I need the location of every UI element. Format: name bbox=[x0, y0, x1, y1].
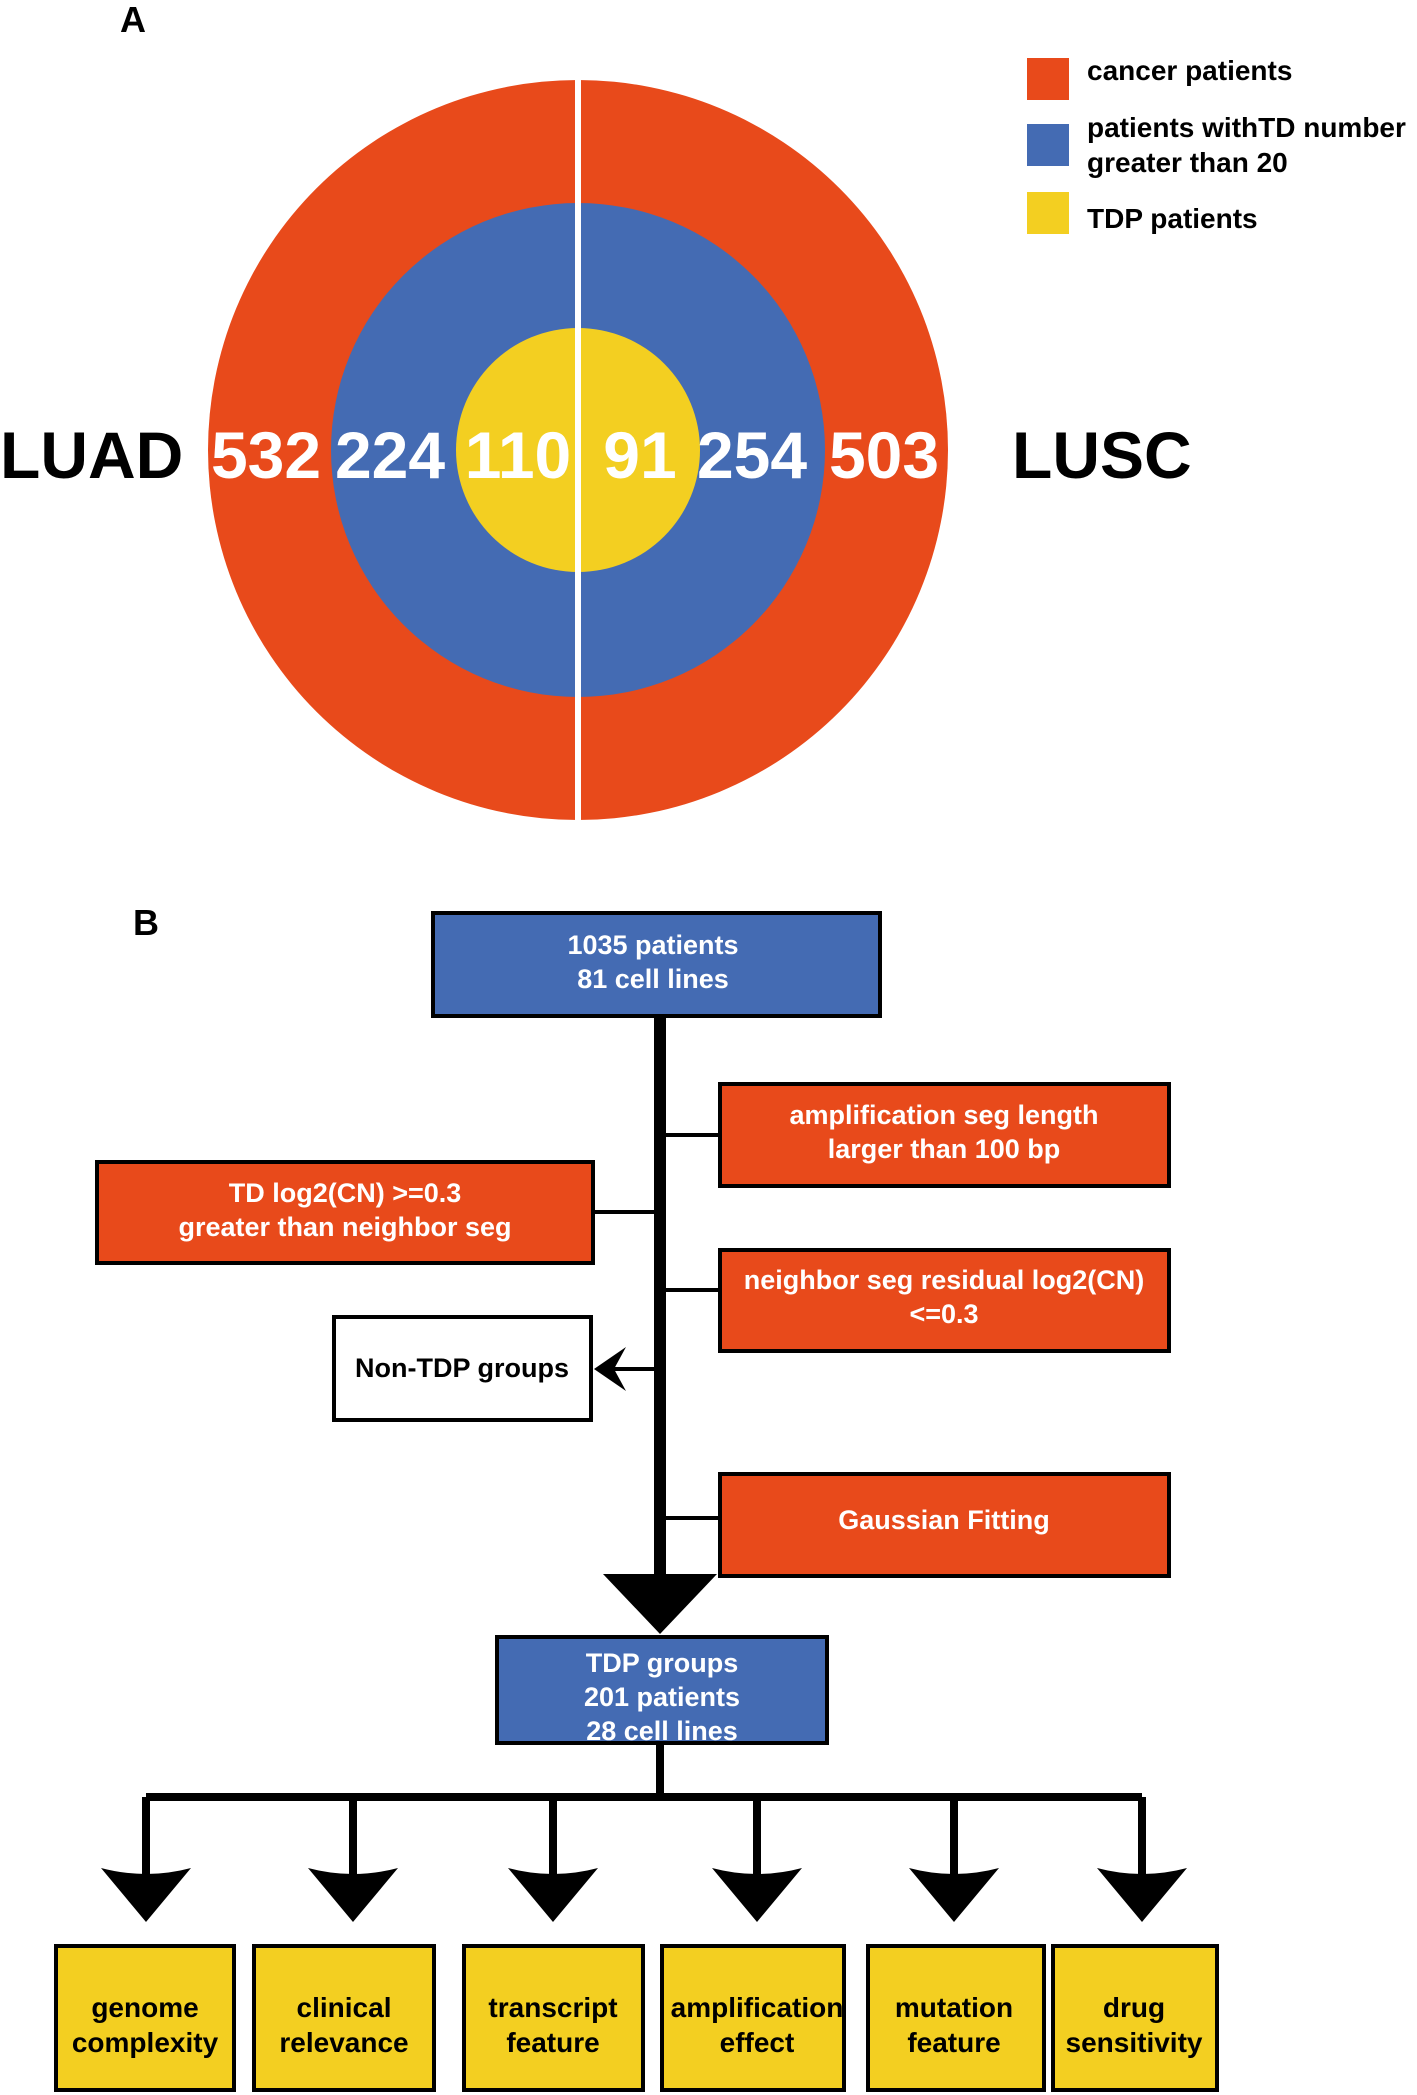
outcome-2-line2: relevance bbox=[279, 2027, 408, 2058]
branch-arrowhead-1 bbox=[101, 1868, 191, 1922]
tdp-box-line3: 28 cell lines bbox=[586, 1716, 738, 1746]
filter-3-line2: <=0.3 bbox=[909, 1299, 978, 1329]
legend-label-cancer: cancer patients bbox=[1087, 55, 1292, 86]
outcome-3-line2: feature bbox=[506, 2027, 599, 2058]
panel-b-letter: B bbox=[133, 902, 159, 943]
arrowheads bbox=[101, 1347, 1187, 1922]
luad-td-gt20-count: 224 bbox=[335, 418, 445, 492]
branch-arrowhead-2 bbox=[308, 1868, 398, 1922]
legend-swatch-tdp bbox=[1027, 192, 1069, 234]
main-arrowhead bbox=[603, 1574, 717, 1634]
outcome-box-5: mutation feature bbox=[866, 1944, 1046, 2092]
filter-box-2: TD log2(CN) >=0.3 greater than neighbor … bbox=[95, 1160, 595, 1265]
outcome-6-line2: sensitivity bbox=[1066, 2027, 1203, 2058]
outcome-1-line1: genome bbox=[91, 1992, 198, 2023]
lusc-label: LUSC bbox=[1012, 418, 1192, 492]
outcome-box-6: drug sensitivity bbox=[1051, 1944, 1219, 2092]
outcome-4-line1: amplification bbox=[671, 1992, 844, 2023]
branch-arrowhead-5 bbox=[909, 1868, 999, 1922]
non-tdp-box: Non-TDP groups bbox=[332, 1315, 593, 1422]
legend-label-td-gt20-line2: greater than 20 bbox=[1087, 147, 1288, 178]
legend-swatch-cancer bbox=[1027, 58, 1069, 100]
outcome-5-line2: feature bbox=[907, 2027, 1000, 2058]
outcome-3-line1: transcript bbox=[488, 1992, 617, 2023]
tdp-box-line1: TDP groups bbox=[586, 1648, 739, 1678]
outcome-6-line1: drug bbox=[1103, 1992, 1165, 2023]
luad-cancer-count: 532 bbox=[211, 418, 321, 492]
outcome-5-line1: mutation bbox=[895, 1992, 1013, 2023]
legend: cancer patients patients withTD number g… bbox=[1027, 55, 1406, 234]
filter-box-1: amplification seg length larger than 100… bbox=[718, 1082, 1171, 1188]
legend-swatch-td-gt20 bbox=[1027, 124, 1069, 166]
filter-box-4: Gaussian Fitting bbox=[718, 1472, 1171, 1578]
panel-a-letter: A bbox=[120, 0, 146, 40]
filter-1-line2: larger than 100 bp bbox=[828, 1134, 1061, 1164]
non-tdp-label: Non-TDP groups bbox=[355, 1353, 569, 1383]
filter-4-label: Gaussian Fitting bbox=[838, 1505, 1050, 1535]
outcome-box-1: genome complexity bbox=[54, 1944, 236, 2092]
luad-label: LUAD bbox=[0, 418, 183, 492]
outcome-box-2: clinical relevance bbox=[252, 1944, 436, 2092]
flow-connectors bbox=[142, 1016, 1146, 1880]
branch-arrowhead-4 bbox=[712, 1868, 802, 1922]
luad-tdp-count: 110 bbox=[465, 418, 571, 492]
outcome-4-line2: effect bbox=[720, 2027, 795, 2058]
branch-arrowhead-6 bbox=[1097, 1868, 1187, 1922]
outcome-box-4: amplification effect bbox=[660, 1944, 846, 2092]
filter-2-line2: greater than neighbor seg bbox=[178, 1212, 511, 1242]
legend-label-td-gt20-line1: patients withTD number bbox=[1087, 112, 1406, 143]
filter-3-line1: neighbor seg residual log2(CN) bbox=[744, 1265, 1145, 1295]
lusc-tdp-count: 91 bbox=[603, 418, 676, 492]
outcome-1-line2: complexity bbox=[72, 2027, 219, 2058]
filter-1-line1: amplification seg length bbox=[789, 1100, 1098, 1130]
tdp-box: TDP groups 201 patients 28 cell lines bbox=[495, 1635, 829, 1746]
top-box-line1: 1035 patients bbox=[567, 930, 738, 960]
legend-label-tdp: TDP patients bbox=[1087, 203, 1258, 234]
outcome-box-3: transcript feature bbox=[462, 1944, 645, 2092]
filter-box-3: neighbor seg residual log2(CN) <=0.3 bbox=[718, 1248, 1171, 1353]
top-box: 1035 patients 81 cell lines bbox=[431, 911, 882, 1018]
lusc-td-gt20-count: 254 bbox=[697, 418, 807, 492]
filter-2-line1: TD log2(CN) >=0.3 bbox=[229, 1178, 462, 1208]
non-tdp-arrowhead bbox=[594, 1347, 626, 1391]
outcome-2-line1: clinical bbox=[297, 1992, 392, 2023]
top-box-line2: 81 cell lines bbox=[577, 964, 729, 994]
branch-arrowhead-3 bbox=[508, 1868, 598, 1922]
tdp-box-line2: 201 patients bbox=[584, 1682, 740, 1712]
ring-diagram bbox=[208, 70, 948, 840]
lusc-cancer-count: 503 bbox=[829, 418, 939, 492]
